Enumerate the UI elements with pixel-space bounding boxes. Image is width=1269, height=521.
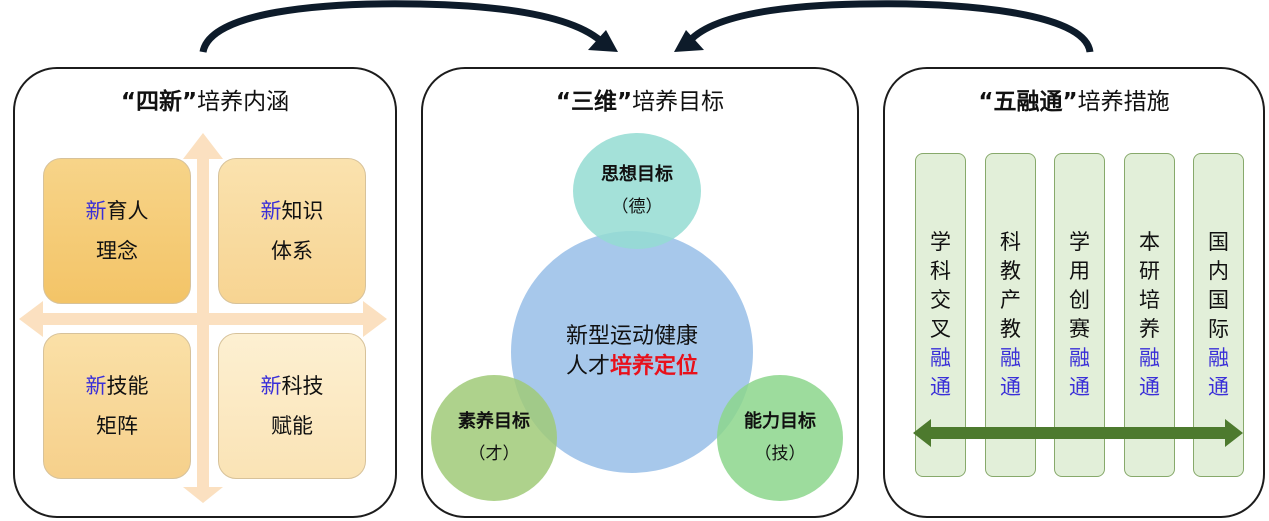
panel-title-three-dimension: “三维”培养目标 [555,89,725,115]
quadrant-new-tech-empowerment: 新科技 赋能 [218,333,366,479]
panel-title-four-new: “四新”培养内涵 [120,89,290,115]
green-double-arrow-layer [913,419,1243,447]
quadrant-new-skill-matrix: 新技能 矩阵 [43,333,191,479]
panel-title-five-integration: “五融通”培养措施 [978,89,1170,115]
quadrant-new-education-concept: 新育人 理念 [43,158,191,304]
circle-ability-goal: 能力目标 （技） [717,375,843,501]
panel-five-integration: “五融通”培养措施 学科交叉 融通 科教产教 融通 学用创赛 融通 本研培养 融… [883,67,1265,518]
center-line-1: 新型运动健康 [565,324,698,349]
left-to-middle-arrow [199,0,607,54]
column-learning-competition: 学用创赛 融通 [1054,153,1105,477]
circle-thought-goal: 思想目标 （德） [573,133,701,249]
right-to-middle-arrow [684,0,1094,53]
horizontal-double-arrow [19,301,387,337]
column-science-industry: 科教产教 融通 [985,153,1036,477]
green-double-arrow [913,419,1243,447]
panel-four-new: “四新”培养内涵 新育人 理念 新知识 体系 新技能 矩阵 新科技 赋能 [13,67,397,518]
circle-quality-goal: 素养目标 （才） [431,375,557,501]
column-domestic-international: 国内国际 融通 [1193,153,1244,477]
left-arrowhead [588,30,618,52]
column-discipline-crossing: 学科交叉 融通 [915,153,966,477]
column-undergrad-grad: 本研培养 融通 [1124,153,1175,477]
quadrant-new-knowledge-system: 新知识 体系 [218,158,366,304]
center-line-2: 人才培养定位 [565,354,699,379]
panel-three-dimension: “三维”培养目标 新型运动健康 人才培养定位 思想目标 （德） 素养目标 （才）… [421,67,859,518]
right-arrowhead [674,30,704,52]
cross-arrows [19,133,387,503]
